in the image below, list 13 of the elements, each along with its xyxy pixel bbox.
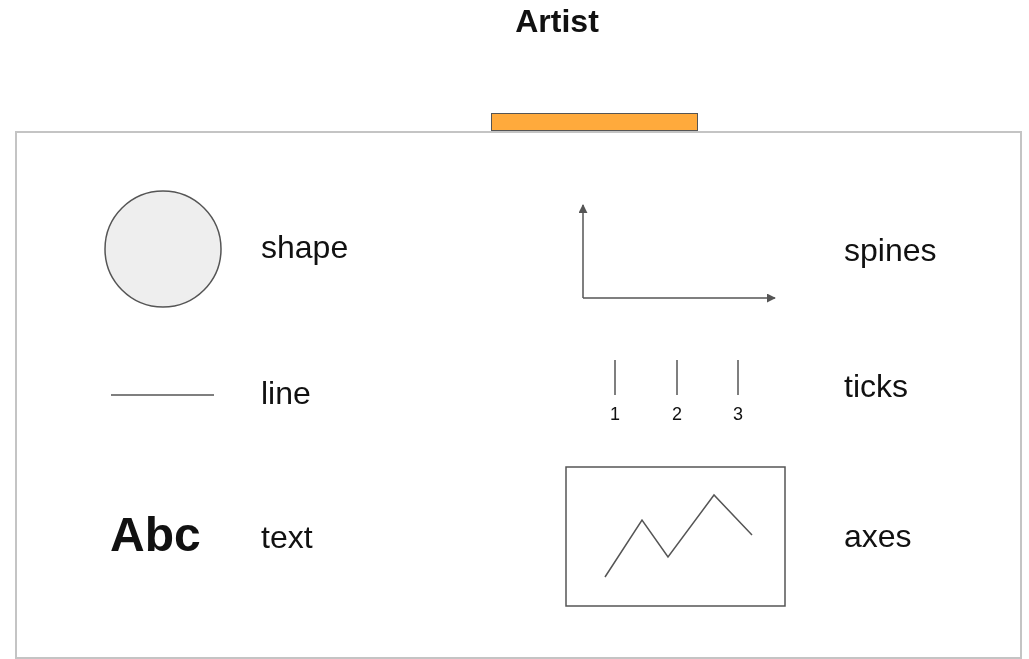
tick-label: 3: [733, 405, 743, 425]
tab-bar: [491, 113, 698, 131]
tick-label: 1: [610, 405, 620, 425]
item-label: axes: [844, 519, 912, 555]
tick-label: 2: [672, 405, 682, 425]
item-label: text: [261, 520, 313, 556]
item-label: ticks: [844, 369, 908, 405]
text-sample: Abc: [110, 508, 201, 562]
panel-background: [15, 131, 1022, 659]
item-label: shape: [261, 230, 349, 266]
item-label: line: [261, 376, 311, 412]
diagram-title: Artist: [514, 4, 600, 40]
item-label: spines: [844, 233, 937, 269]
